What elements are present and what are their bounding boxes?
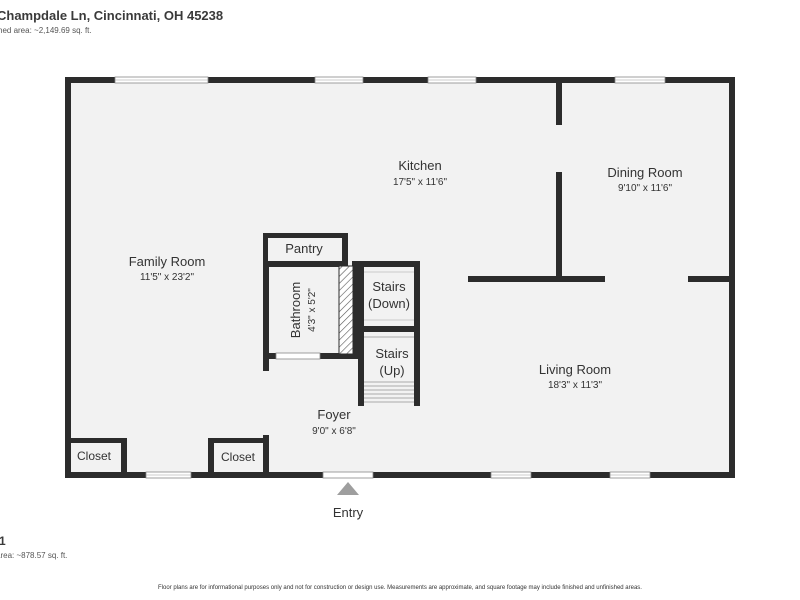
entry-arrow-icon [337, 482, 359, 495]
living-room-label: Living Room [539, 362, 611, 377]
wall-kitchen-dining-upper [556, 77, 562, 125]
floor-area-text: area: ~878.57 sq. ft. [0, 551, 68, 560]
dining-room-dims: 9'10" x 11'6" [618, 183, 673, 194]
foyer-dims: 9'0" x 6'8" [312, 426, 356, 437]
entry-label: Entry [333, 505, 364, 520]
stairs-up-label-line1: Stairs [375, 346, 409, 361]
floor-area [66, 78, 734, 477]
stairs-up-treads [364, 336, 414, 403]
pantry-walls [263, 233, 348, 267]
closet-left-walls [66, 438, 127, 478]
family-room-dims: 11'5" x 23'2" [140, 272, 195, 283]
windows-top [114, 76, 666, 84]
closet-left-label: Closet [77, 449, 112, 463]
kitchen-label: Kitchen [398, 158, 441, 173]
stairs-up-label-line2: (Up) [379, 363, 404, 378]
stairs-down-treads [364, 271, 414, 321]
floor-level-label: 1 [0, 534, 6, 548]
wall-living-north-left [468, 276, 605, 282]
wall-living-north-right [688, 276, 734, 282]
entry-door-opening [322, 471, 374, 479]
family-room-label: Family Room [129, 254, 206, 269]
dining-room-label: Dining Room [607, 165, 682, 180]
wall-bottom [66, 472, 734, 478]
bathroom-label: Bathroom [288, 282, 303, 338]
total-area-text: hed area: ~2,149.69 sq. ft. [0, 26, 92, 35]
wall-kitchen-dining-lower [556, 172, 562, 282]
wall-left [65, 77, 71, 478]
property-address: Champdale Ln, Cincinnati, OH 45238 [0, 8, 224, 23]
closet-right-walls [208, 435, 269, 478]
stairs-down-label-line2: (Down) [368, 296, 410, 311]
bathroom-dims: 4'3" x 5'2" [307, 288, 318, 332]
bathroom-door [275, 352, 321, 360]
foyer-label: Foyer [317, 407, 351, 422]
kitchen-dims: 17'5" x 11'6" [393, 177, 448, 188]
closet-hatch [338, 265, 354, 355]
pantry-label: Pantry [285, 241, 323, 256]
stairs-walls [358, 261, 420, 406]
living-room-dims: 18'3" x 11'3" [548, 380, 603, 391]
disclaimer-text: Floor plans are for informational purpos… [158, 585, 642, 591]
stairs-down-label-line1: Stairs [372, 279, 406, 294]
wall-top [66, 77, 734, 83]
closet-right-label: Closet [221, 450, 256, 464]
windows-bottom [145, 471, 651, 479]
